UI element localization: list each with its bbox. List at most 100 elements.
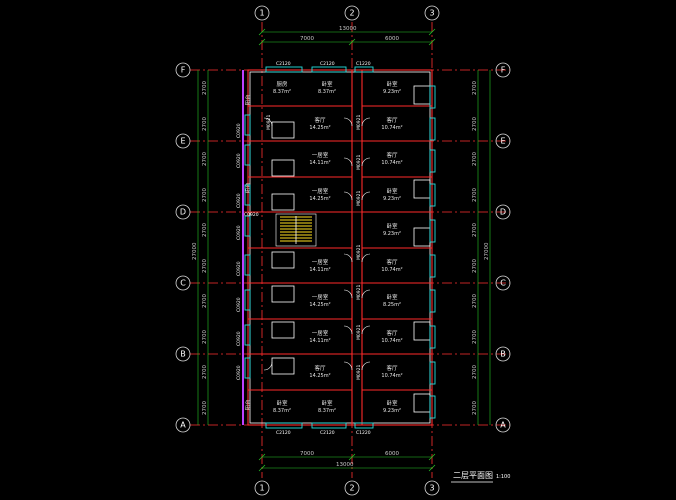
axis-bubble-right-F <box>495 62 511 78</box>
window-west <box>244 114 251 136</box>
window-label-top-3: C1220 <box>356 61 371 67</box>
dim-tick <box>428 464 436 472</box>
small-window-label: C0920 <box>236 193 242 208</box>
dim-right-5: 2700 <box>472 223 478 237</box>
room-name: 卧室 <box>321 80 333 88</box>
door-swing <box>343 191 353 201</box>
window-top-1 <box>265 66 303 73</box>
room-area: 14.11m² <box>309 160 330 166</box>
axis-bubble-bottom-2 <box>344 480 360 496</box>
room-name: 卧室 <box>386 399 398 407</box>
door-swing <box>343 361 353 371</box>
dim-left-2: 2700 <box>202 117 208 131</box>
door-swing <box>263 117 273 127</box>
window-east <box>429 325 436 349</box>
room-area: 8.37m² <box>273 408 291 414</box>
door-swing <box>361 361 371 371</box>
axis-label-left-F: F <box>181 66 186 75</box>
axis-bubble-bottom-1 <box>254 480 270 496</box>
dim-left-4: 2700 <box>202 188 208 202</box>
room-name: 卧室 <box>386 293 398 301</box>
room-area: 14.25m² <box>309 302 330 308</box>
dim-left-8: 2700 <box>202 330 208 344</box>
dim-left-3: 2700 <box>202 152 208 166</box>
stair-frame <box>275 213 317 247</box>
scale-text: 1:100 <box>496 474 510 480</box>
dim-top-part-2: 6000 <box>385 36 399 42</box>
windows <box>244 66 436 429</box>
door-swing <box>361 157 371 167</box>
room-area: 14.11m² <box>309 267 330 273</box>
bathroom <box>271 121 295 139</box>
room-area: 14.11m² <box>309 338 330 344</box>
bathroom <box>271 285 295 303</box>
door-label: M0921 <box>356 191 362 206</box>
door-label: M0921 <box>356 155 362 170</box>
axis-bubble-bottom-3 <box>424 480 440 496</box>
bathroom <box>413 393 431 413</box>
bathroom <box>271 251 295 269</box>
dim-tick <box>428 453 436 461</box>
dim-left-10: 2700 <box>202 401 208 415</box>
axis-bubble-right-A <box>495 417 511 433</box>
axis-label-top-1: 1 <box>259 9 264 18</box>
dim-tick <box>258 38 266 46</box>
axis-grid <box>190 22 510 478</box>
window-east <box>429 85 436 109</box>
dim-right-total: 27000 <box>484 242 490 260</box>
window-label-bottom-2: C2120 <box>320 430 335 436</box>
dim-left-7: 2700 <box>202 294 208 308</box>
axis-label-left-B: B <box>180 350 186 359</box>
axis-label-right-B: B <box>500 350 506 359</box>
door-label: M0921 <box>356 115 362 130</box>
axis-bubble-left-A <box>175 417 191 433</box>
window-bottom-2 <box>311 422 347 429</box>
window-east <box>429 149 436 173</box>
axis-label-right-C: C <box>500 279 506 288</box>
small-labels: C0920 C0920 C0920 C0920 C0920 C0920 C092… <box>236 115 362 380</box>
room-name: 一居室 <box>312 187 329 195</box>
window-top-2 <box>311 66 347 73</box>
axis-bubble-left-D <box>175 204 191 220</box>
room-area: 8.37m² <box>318 408 336 414</box>
room-area: 10.74m² <box>381 125 402 131</box>
axis-bubble-left-E <box>175 133 191 149</box>
room-name: 卧室 <box>276 399 288 407</box>
room-name: 客厅 <box>314 116 326 124</box>
room-name: 一居室 <box>312 258 329 266</box>
small-window-label: C0920 <box>236 297 242 312</box>
dim-left-5: 2700 <box>202 223 208 237</box>
window-labels: C2120 C2120 C1220 C2120 C2120 C1220 <box>276 61 371 436</box>
axis-bubbles: 1 2 3 1 2 3 F E D C B A F E D C B A <box>175 5 511 496</box>
door-swing <box>343 157 353 167</box>
room-area: 9.23m² <box>383 408 401 414</box>
dim-left-9: 2700 <box>202 365 208 379</box>
window-east <box>429 289 436 313</box>
room-area: 10.74m² <box>381 373 402 379</box>
window-east <box>429 254 436 278</box>
window-west <box>244 324 251 346</box>
axis-label-bottom-2: 2 <box>349 484 354 493</box>
balcony: 阳台 阳台 阳台 <box>242 70 252 425</box>
axis-label-bottom-3: 3 <box>429 484 434 493</box>
dim-tick <box>258 28 266 36</box>
room-area: 14.25m² <box>309 373 330 379</box>
window-label-top-1: C2120 <box>276 61 291 67</box>
door-swing <box>263 361 273 371</box>
axis-bubble-right-E <box>495 133 511 149</box>
dim-tick <box>428 28 436 36</box>
window-west <box>244 144 251 166</box>
bathroom <box>413 321 431 341</box>
dim-tick <box>258 464 266 472</box>
small-window-label: C0920 <box>236 261 242 276</box>
window-west <box>244 254 251 276</box>
window-east <box>429 361 436 385</box>
axis-label-bottom-1: 1 <box>259 484 264 493</box>
room-area: 8.25m² <box>383 302 401 308</box>
window-label-bottom-1: C2120 <box>276 430 291 436</box>
dim-right-8: 2700 <box>472 330 478 344</box>
door-swing <box>361 253 371 263</box>
room-name: 客厅 <box>386 116 398 124</box>
axis-label-right-D: D <box>500 208 506 217</box>
